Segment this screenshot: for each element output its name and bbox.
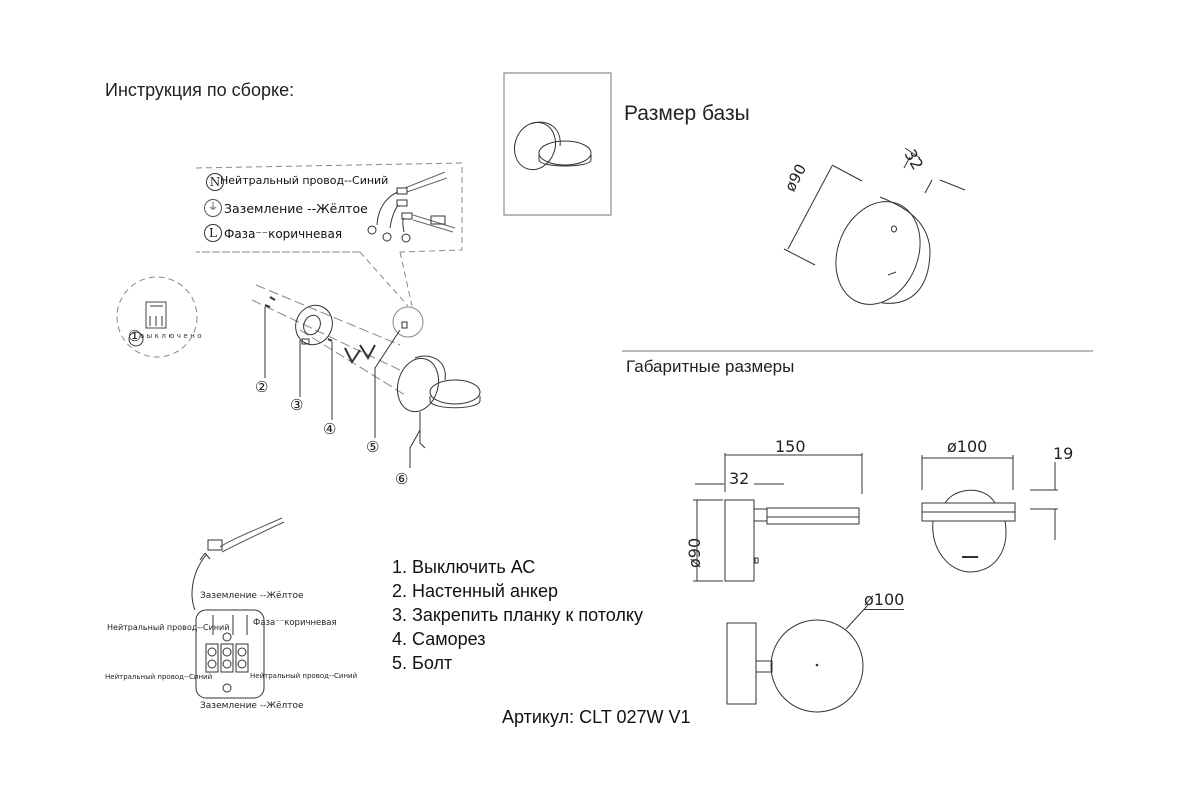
wiring-legend-box bbox=[195, 162, 463, 307]
side-view-drawing bbox=[693, 453, 863, 582]
exploded-assembly bbox=[251, 284, 481, 468]
callout-5: ⑤ bbox=[366, 438, 380, 456]
callout-1: ① bbox=[128, 327, 142, 345]
terminal-block-diagram bbox=[191, 517, 285, 699]
callout-2: ② bbox=[255, 378, 269, 396]
terminal-neutral-left-top-label: Нейтральный провод--Синий bbox=[107, 623, 230, 632]
legend-ground-label: Заземление --Жёлтое bbox=[224, 201, 368, 216]
top-view-drawing bbox=[921, 455, 1058, 573]
switch-off-label: выключено bbox=[140, 332, 205, 340]
dim-side-depth: 32 bbox=[729, 469, 750, 488]
product-thumbnail bbox=[503, 72, 612, 216]
legend-phase-label: Фаза⁻⁻коричневая bbox=[224, 227, 343, 241]
callout-4: ④ bbox=[323, 420, 337, 438]
wiring-connector-sketch bbox=[367, 171, 456, 243]
step-item: 4. Саморез bbox=[392, 629, 486, 649]
callout-6: ⑥ bbox=[395, 470, 409, 488]
assembly-steps-list: 1. Выключить АС 2. Настенный анкер 3. За… bbox=[392, 555, 643, 675]
ground-symbol-icon: ⏚ bbox=[204, 199, 222, 217]
step-item: 2. Настенный анкер bbox=[392, 581, 558, 601]
terminal-ground-bottom-label: Заземление --Жёлтое bbox=[200, 701, 304, 711]
step-item: 1. Выключить АС bbox=[392, 557, 536, 577]
front-view-drawing bbox=[726, 604, 869, 713]
phase-symbol-icon: L bbox=[204, 224, 222, 242]
terminal-neutral-right-bottom-label: Нейтральный провод--Синий bbox=[250, 672, 358, 680]
terminal-ground-top-label: Заземление --Жёлтое bbox=[200, 591, 304, 601]
dim-top-diameter: ø100 bbox=[947, 437, 988, 456]
switch-off-callout bbox=[116, 276, 198, 358]
dim-shade-thickness: 19 bbox=[1053, 444, 1074, 463]
terminal-phase-label: Фаза⁻⁻коричневая bbox=[253, 618, 337, 628]
article-number: Артикул: CLT 027W V1 bbox=[502, 707, 691, 727]
base-size-drawing bbox=[783, 147, 966, 305]
terminal-neutral-left-bottom-label: Нейтральный провод--Синий bbox=[105, 673, 213, 681]
step-item: 3. Закрепить планку к потолку bbox=[392, 605, 643, 625]
callout-3: ③ bbox=[290, 396, 304, 414]
overall-dimensions-title: Габаритные размеры bbox=[626, 357, 795, 376]
dim-overall-length: 150 bbox=[775, 437, 806, 456]
dim-front-diameter: ø100 bbox=[864, 590, 905, 610]
step-item: 5. Болт bbox=[392, 653, 453, 673]
neutral-symbol-icon: N bbox=[206, 173, 224, 191]
legend-neutral-label: Нейтральный провод--Синий bbox=[220, 174, 389, 187]
base-size-title: Размер базы bbox=[624, 102, 750, 125]
assembly-title: Инструкция по сборке: bbox=[105, 80, 295, 100]
